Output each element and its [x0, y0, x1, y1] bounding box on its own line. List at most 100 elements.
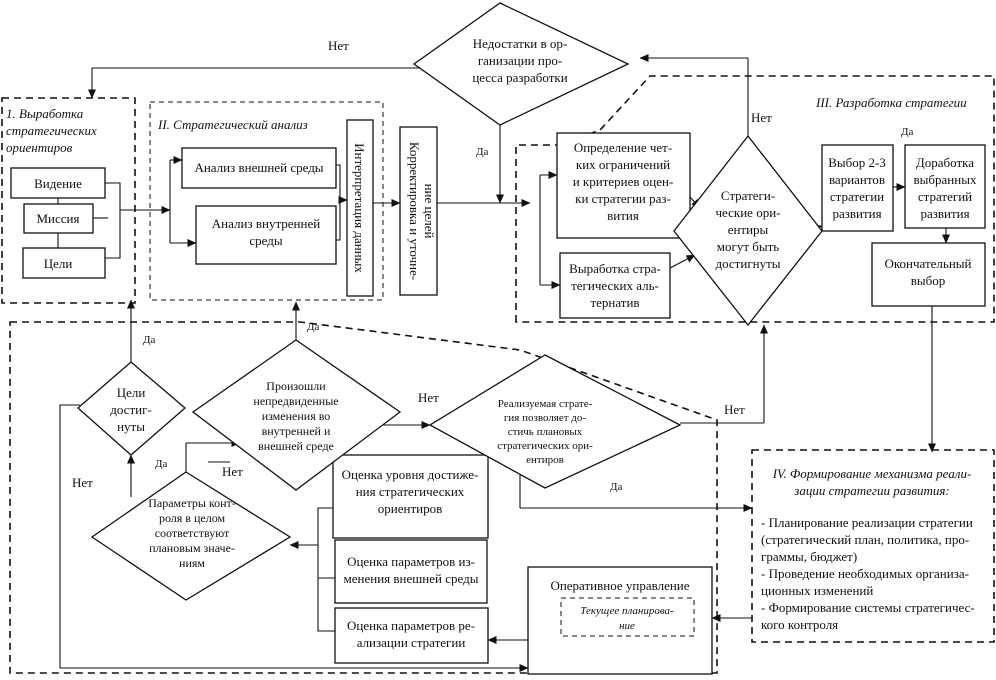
interpretation-label: Интерпретация данных	[352, 143, 367, 273]
unforeseen-label: изменения во	[262, 409, 331, 423]
constraints-label: ких ограничений	[576, 157, 670, 172]
external-analysis-label: Анализ внешней среды	[194, 160, 323, 175]
current-planning-label: ние	[619, 620, 635, 632]
refine-strategies-label: выбранных	[914, 172, 977, 187]
no-label: Нет	[222, 464, 243, 479]
internal-analysis-label: Анализ внутренней	[212, 216, 320, 231]
refine-strategies-label: стратегий	[918, 189, 972, 204]
mission-box	[23, 203, 94, 234]
constraints-label: Определение чет-	[574, 140, 672, 155]
vision-label: Видение	[34, 176, 82, 191]
section-4-title: IV. Формирование механизма реали-	[772, 466, 972, 481]
params-ok-label: плановым значе-	[149, 541, 235, 555]
achievable-label: могут быть	[717, 239, 780, 254]
unforeseen-label: внешней среде	[258, 439, 334, 453]
goals-reached-label: достиг-	[110, 402, 152, 417]
goals-reached-label: Цели	[117, 385, 146, 400]
yes-label: Да	[901, 126, 914, 138]
refine-strategies-label: Доработка	[916, 155, 974, 170]
eval-env-label: менения внешней среды	[344, 571, 479, 586]
yes-label: Да	[610, 481, 623, 493]
section-4-frame	[751, 449, 995, 643]
unforeseen-label: Произошли	[266, 379, 326, 393]
strategy-allows-label: Реализуемая страте-	[498, 398, 593, 410]
section-1-title: 1. Выработка	[6, 106, 84, 121]
section-1-frame	[1, 97, 136, 304]
goals-label: Цели	[44, 256, 73, 271]
vision-box	[10, 167, 106, 199]
strategy-allows-label: гия позволяет до-	[504, 412, 586, 424]
interpretation-box	[346, 119, 374, 297]
eval-goals-label: ориентиров	[378, 501, 442, 516]
choose-variants-label: стратегии	[830, 189, 884, 204]
unforeseen-diamond	[191, 339, 402, 491]
section-4-items: - Планирование реализации стратегии (стр…	[761, 515, 975, 632]
yes-label: Да	[476, 146, 489, 158]
params-ok-label: Параметры конт-	[148, 496, 236, 510]
eval-impl-label: ализации стратегии	[357, 635, 466, 650]
eval-goals-box	[332, 454, 489, 539]
choose-variants-label: Выбор 2-3	[828, 155, 886, 170]
correction-label: Корректировка и уточне-	[407, 142, 422, 280]
constraints-label: ки стратегии раз-	[575, 191, 671, 206]
section-control-frame	[9, 321, 718, 674]
eval-env-label: Оценка параметров из-	[347, 554, 475, 569]
section-2-title: II. Стратегический анализ	[157, 117, 308, 132]
shortcomings-label: Недостатки в ор-	[473, 36, 567, 51]
params-ok-diamond	[90, 471, 292, 601]
section-4-item: - Планирование реализации стратегии	[761, 515, 973, 530]
strategy-allows-diamond	[428, 354, 682, 489]
strategy-allows-label: стратегических ори-	[497, 440, 593, 452]
alternatives-label: тегических аль-	[571, 278, 659, 293]
yes-label: Да	[307, 321, 320, 333]
connectors	[57, 54, 950, 672]
alternatives-box	[559, 252, 671, 319]
no-label: Нет	[418, 390, 439, 405]
choose-variants-box	[821, 144, 894, 232]
refine-strategies-label: развития	[920, 206, 969, 221]
goals-box	[22, 247, 106, 279]
section-4-item: - Проведение необходимых организа-	[761, 566, 969, 581]
section-4-item: граммы, бюджет)	[761, 549, 857, 564]
alternatives-label: Выработка стра-	[569, 261, 661, 276]
no-label: Нет	[72, 475, 93, 490]
params-ok-label: соответствуют	[155, 526, 230, 540]
section-3-title: III. Разработка стратегии	[815, 95, 967, 110]
eval-goals-label: ния стратегических	[356, 484, 465, 499]
no-label: Нет	[751, 110, 772, 125]
unforeseen-label: непредвиденные	[253, 394, 338, 408]
yes-label: Да	[155, 458, 168, 470]
constraints-box	[556, 132, 691, 239]
goals-reached-diamond	[77, 361, 186, 456]
section-3-frame	[515, 75, 995, 323]
internal-analysis-box	[195, 205, 337, 265]
current-planning-box	[560, 597, 695, 637]
current-planning-label: Текущее планирова-	[580, 605, 674, 617]
achievable-diamond	[673, 134, 823, 327]
goals-reached-label: нуты	[117, 419, 145, 434]
decision-labels: Нет Да Нет Да Да Да Нет Нет Да Нет Нет Д…	[72, 38, 914, 493]
eval-impl-label: Оценка параметров ре-	[347, 618, 475, 633]
shortcomings-diamond	[412, 2, 630, 126]
section-4-title: зации стратегии развития:	[793, 483, 949, 498]
eval-env-box	[334, 539, 488, 604]
final-choice-box	[871, 242, 986, 307]
final-choice-label: Окончательный	[885, 256, 972, 271]
operational-label: Оперативное управление	[550, 578, 689, 593]
constraints-label: вития	[607, 208, 639, 223]
alternatives-label: тернатив	[590, 295, 639, 310]
correction-label: ние целей	[422, 184, 437, 239]
constraints-label: и критериев оцен-	[573, 174, 674, 189]
shortcomings-label: ганизации про-	[478, 53, 562, 68]
section-4-item: (стратегический план, политика, про-	[761, 532, 969, 547]
choose-variants-label: вариантов	[829, 172, 885, 187]
yes-label: Да	[143, 334, 156, 346]
eval-goals-label: Оценка уровня достиже-	[342, 467, 479, 482]
achievable-label: достигнуты	[715, 256, 780, 271]
external-analysis-box	[181, 147, 337, 189]
achievable-label: ентиры	[728, 222, 769, 237]
internal-analysis-label: среды	[249, 233, 282, 248]
section-4-item: - Формирование системы стратегичес-	[761, 600, 975, 615]
refine-strategies-box	[904, 144, 986, 229]
